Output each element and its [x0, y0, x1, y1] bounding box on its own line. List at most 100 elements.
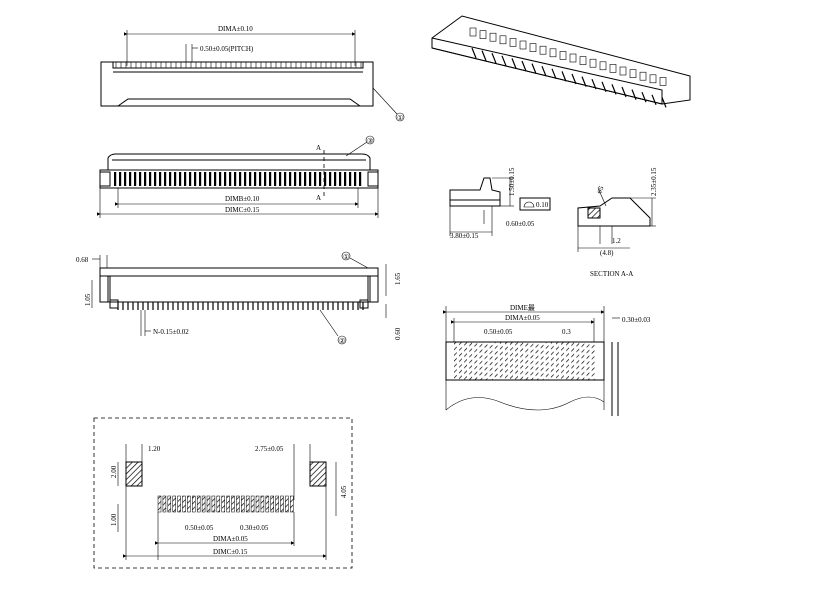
fpc-dim-a: DIMA±0.05: [505, 314, 540, 322]
footprint-pin: [172, 495, 176, 513]
iso-pin-slot: [629, 69, 637, 78]
plan-pin: [209, 172, 212, 186]
top-view: DIMA±0.10 0.50±0.05(PITCH) ①: [100, 25, 405, 122]
fpc-trace: [571, 342, 575, 380]
footprint-pin: [226, 495, 230, 513]
iso-pin-slot: [539, 45, 547, 55]
plan-pin: [269, 172, 272, 186]
front-callout-2: ②: [339, 337, 345, 345]
footprint-pin: [187, 495, 191, 513]
plan-pin: [144, 172, 147, 186]
iso-pin-lead: [581, 76, 587, 87]
footprint-pin: [236, 495, 240, 513]
side-flatness: 0.10: [536, 201, 549, 209]
section-angle: φ5: [595, 184, 606, 195]
fp-pad-h: 2.00: [110, 465, 118, 478]
top-pitch: 0.50±0.05(PITCH): [200, 45, 254, 53]
fp-bottom: 1.00: [110, 513, 118, 526]
side-height: 1.50±0.15: [508, 167, 516, 196]
plan-pin: [114, 172, 117, 186]
iso-pin-slot: [639, 71, 647, 81]
footprint-pad-left: [125, 461, 143, 487]
front-dim-060: 0.60: [394, 327, 402, 340]
iso-pin-lead: [491, 52, 497, 64]
plan-pin: [289, 172, 292, 186]
footprint-pin: [157, 495, 162, 513]
plan-pin: [249, 172, 252, 186]
footprint-pin: [280, 495, 284, 513]
front-view: 0.68 1.05 1.65 0.60 N-0.15±0.02 ① ②: [76, 251, 402, 345]
fpc-thickness: 0.30±0.03: [622, 316, 651, 324]
plan-pin: [199, 172, 202, 186]
plan-pin: [309, 172, 312, 186]
iso-pin-slot: [549, 48, 557, 58]
footprint-pin: [182, 495, 186, 513]
plan-dim-b: DIMB±0.10: [225, 195, 260, 203]
iso-pin-lead: [481, 50, 487, 61]
iso-pin-slot: [559, 51, 567, 60]
fpc-trace: [540, 342, 544, 380]
plan-pin: [294, 172, 297, 186]
iso-pin-slot: [589, 58, 597, 68]
fpc-trace: [474, 342, 478, 380]
iso-pin-slot: [609, 64, 617, 73]
plan-pin: [159, 172, 162, 186]
fpc-trace: [469, 342, 473, 380]
fpc-trace: [576, 342, 580, 380]
iso-pin-lead: [521, 60, 527, 72]
footprint-pin: [285, 495, 289, 513]
footprint-pin: [167, 495, 172, 513]
footprint-pin: [245, 495, 250, 513]
fpc-trace: [515, 342, 518, 380]
fpc-trace: [489, 342, 493, 380]
plan-pin: [154, 172, 157, 186]
iso-pin-slot: [479, 30, 487, 39]
iso-pin-lead: [651, 94, 657, 106]
fpc-dim-e: DIME最: [510, 304, 535, 312]
footprint-pin: [241, 495, 245, 513]
side-view: 1.50±0.15 0.10 3.80±0.15 0.60±0.05: [449, 167, 551, 240]
fpc-trace: [545, 342, 549, 380]
plan-view-pins: [114, 172, 362, 186]
fpc-trace: [561, 342, 564, 380]
iso-pin-lead: [561, 71, 567, 82]
plan-pin: [319, 172, 322, 186]
fpc-trace: [454, 342, 457, 380]
iso-pin-slot: [519, 40, 527, 50]
footprint-pin: [162, 495, 167, 513]
plan-pin: [129, 172, 132, 186]
plan-pin: [299, 172, 302, 186]
plan-pin: [359, 172, 362, 186]
fpc-trace: [556, 342, 559, 380]
fpc-pitch: 0.50±0.05: [484, 328, 513, 336]
iso-pin-lead: [501, 55, 507, 67]
footprint-pin: [260, 495, 265, 513]
fpc-trace: [510, 342, 513, 380]
iso-pin-lead: [531, 63, 537, 74]
plan-pin: [334, 172, 337, 186]
iso-pin-lead: [591, 78, 597, 90]
fpc-view: DIME最 DIMA±0.05 0.50±0.05 0.3 0.30±0.03: [443, 304, 651, 416]
plan-callout: ③: [367, 137, 373, 145]
footprint-pin: [211, 495, 216, 513]
iso-pin-lead: [631, 89, 637, 100]
front-view-pins: [117, 302, 364, 310]
fpc-trace: [525, 342, 529, 380]
iso-pin-slot: [509, 38, 517, 47]
front-dim-105: 1.05: [84, 293, 92, 306]
iso-pin-lead: [541, 65, 547, 77]
footprint-pin: [265, 495, 270, 513]
section-w12: 1.2: [612, 237, 621, 245]
footprint-pin: [206, 495, 211, 513]
fp-dim-a: DIMA±0.05: [213, 535, 248, 543]
plan-pin: [219, 172, 222, 186]
plan-pin: [304, 172, 307, 186]
footprint-pin: [270, 495, 274, 513]
plan-pin: [274, 172, 277, 186]
footprint-pin: [231, 495, 235, 513]
plan-pin: [134, 172, 137, 186]
iso-pin-lead: [471, 47, 477, 59]
fp-pad-w: 1.20: [148, 445, 161, 453]
section-height: 2.35±0.15: [650, 167, 658, 196]
